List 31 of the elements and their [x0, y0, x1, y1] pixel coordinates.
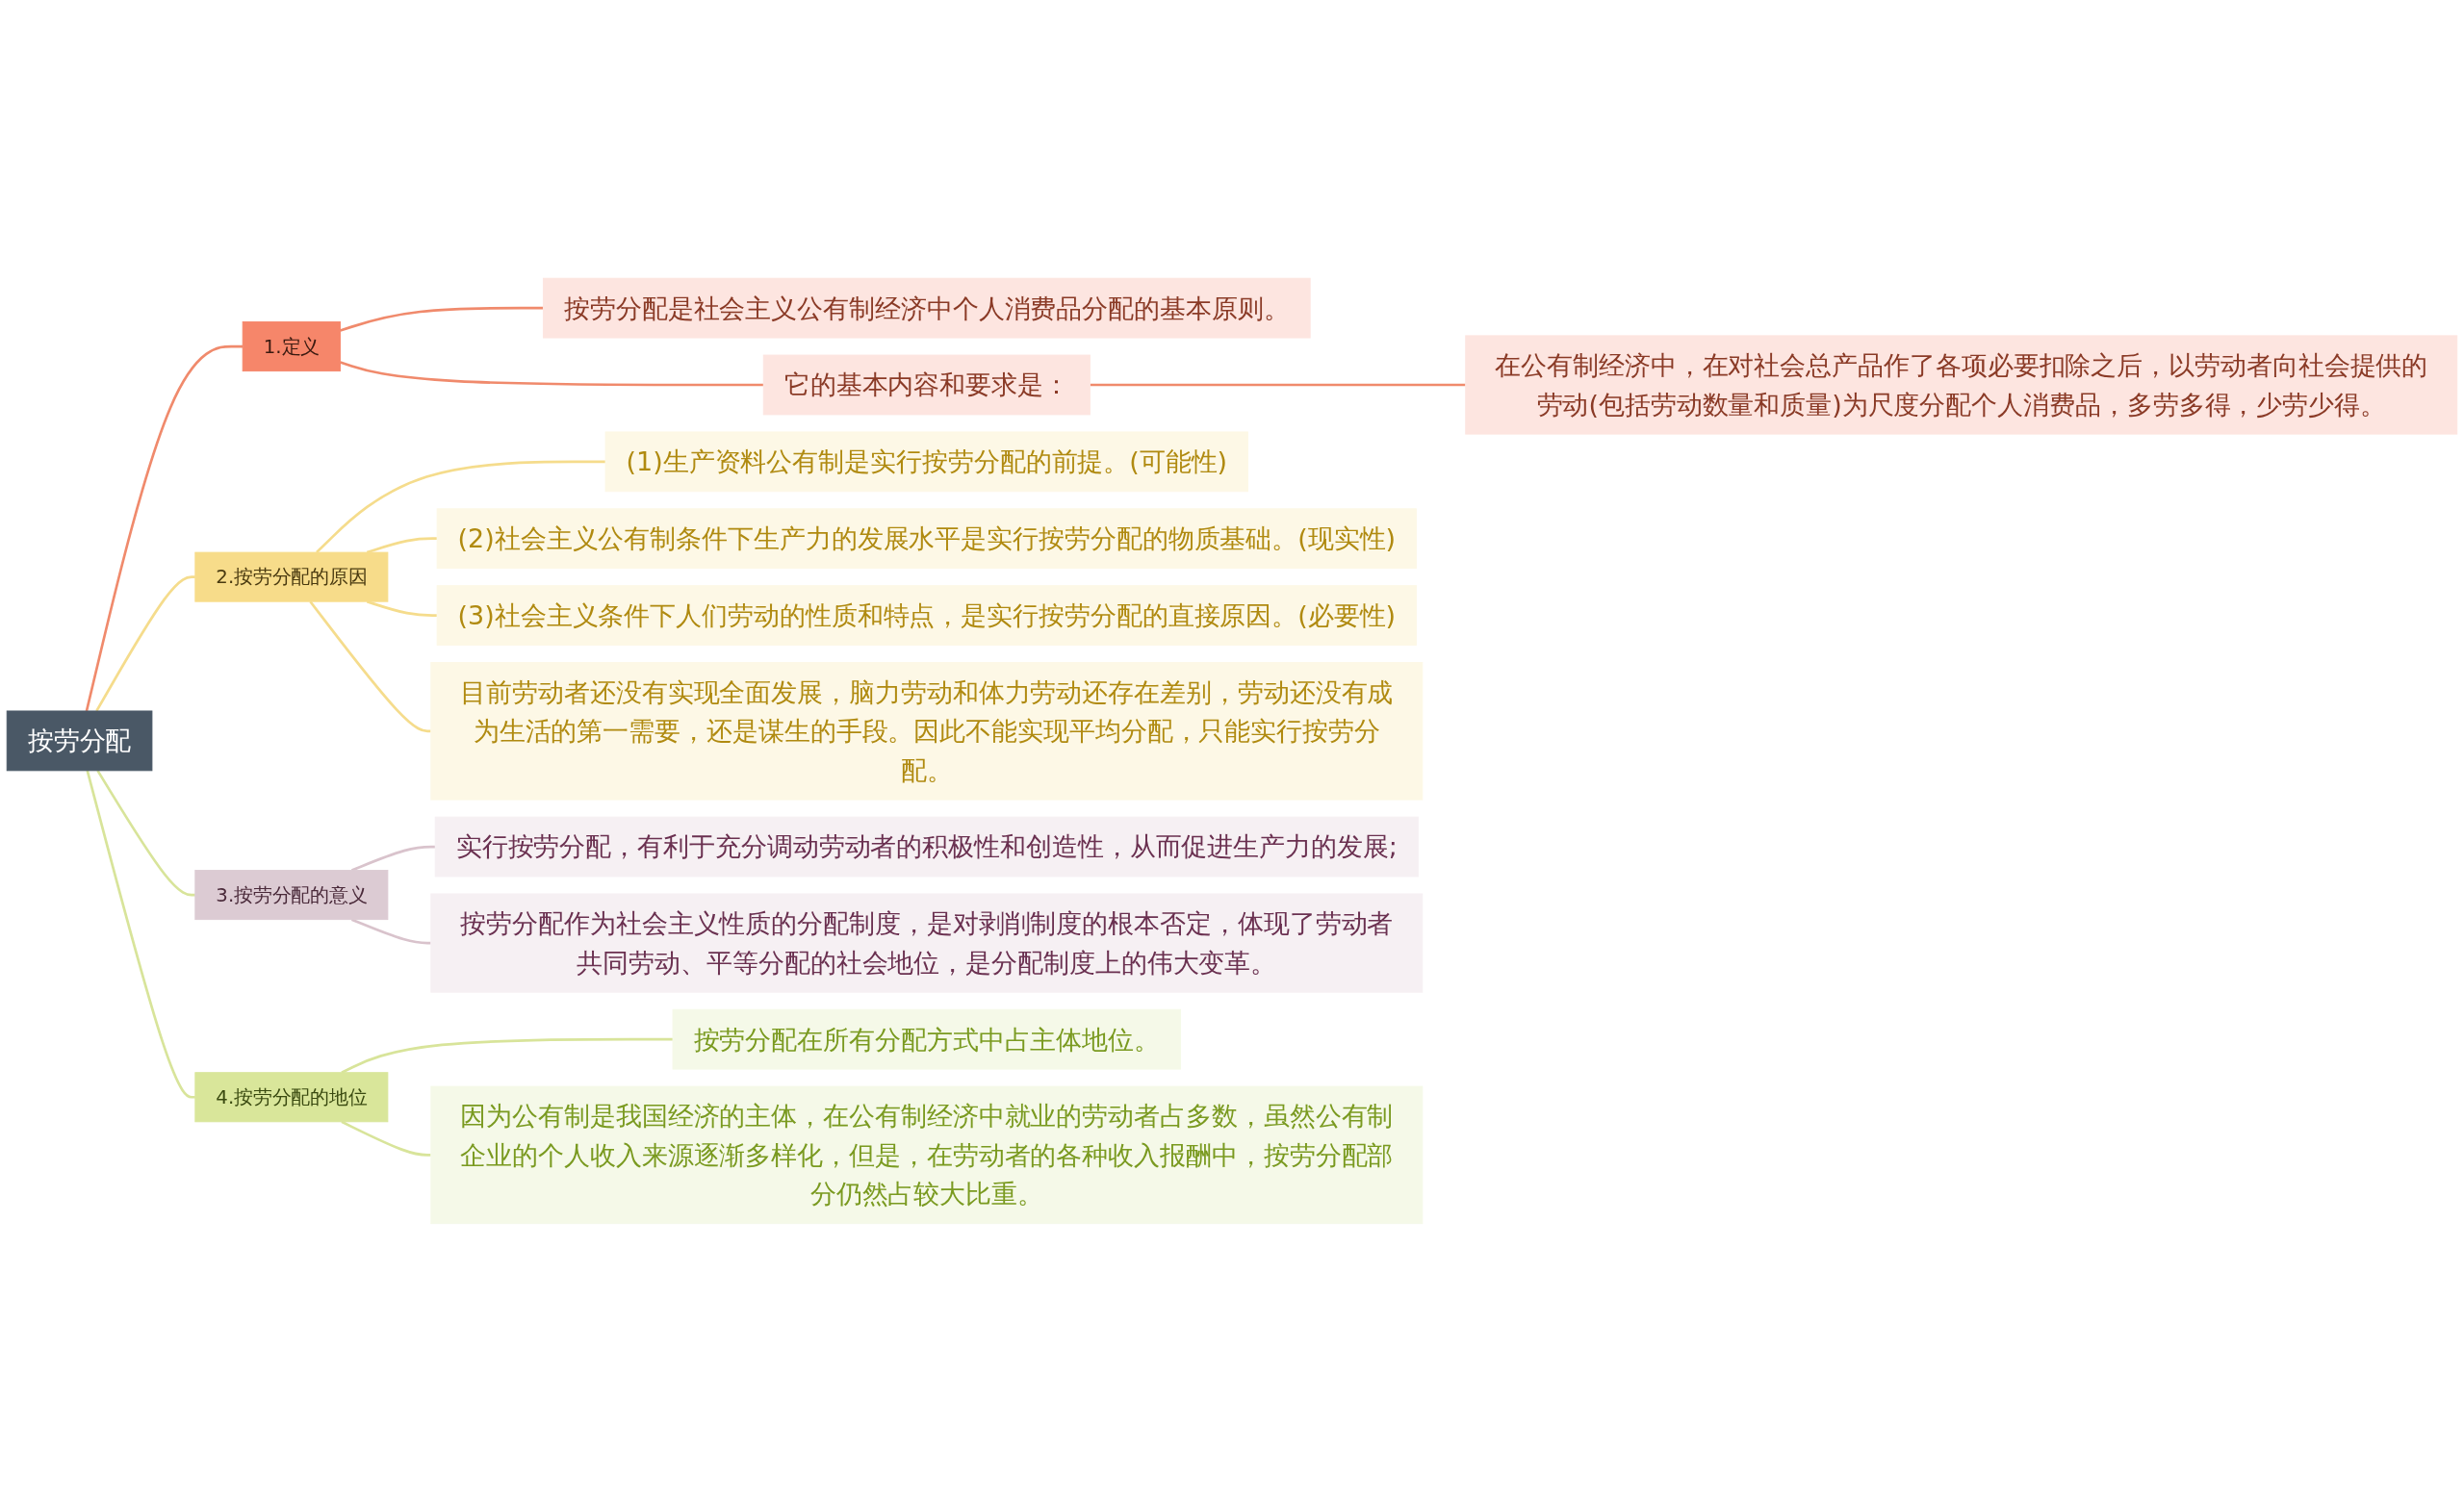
node-box: 2.按劳分配的原因: [194, 551, 389, 602]
node-box: 按劳分配: [6, 710, 153, 772]
node-box: 4.按劳分配的地位: [194, 1072, 389, 1123]
node-box: 目前劳动者还没有实现全面发展，脑力劳动和体力劳动还存在差别，劳动还没有成为生活的第一需要，还是谋生的手段。因此不能实现平均分配，只能实行按劳分配。: [430, 662, 1424, 801]
node-box: 1.定义: [242, 321, 341, 372]
node-box: 实行按劳分配，有利于充分调动劳动者的积极性和创造性，从而促进生产力的发展;: [434, 816, 1419, 878]
connector: [366, 537, 438, 554]
node-box: 因为公有制是我国经济的主体，在公有制经济中就业的劳动者占多数，虽然公有制企业的个人收入来源逐渐多样化，但是，在劳动者的各种收入报酬中，按劳分配部分仍然占较大比重。: [430, 1085, 1424, 1225]
node-box: 按劳分配在所有分配方式中占主体地位。: [672, 1008, 1182, 1070]
connector: [309, 600, 431, 733]
node-box: 在公有制经济中，在对社会总产品作了各项必要扣除之后，以劳动者向社会提供的劳动(包括劳动数量和质量)为尺度分配个人消费品，多劳多得，少劳少得。: [1465, 335, 2458, 435]
connector: [85, 344, 244, 712]
node-box: 它的基本内容和要求是：: [762, 354, 1091, 416]
connector: [350, 918, 431, 945]
connector: [86, 770, 195, 1099]
connector: [341, 1037, 673, 1074]
connector: [340, 361, 764, 387]
connector: [341, 1120, 431, 1157]
connector: [340, 306, 544, 332]
node-box: (1)生产资料公有制是实行按劳分配的前提。(可能性): [604, 431, 1248, 493]
node-box: 按劳分配是社会主义公有制经济中个人消费品分配的基本原则。: [542, 277, 1311, 339]
node-box: (3)社会主义条件下人们劳动的性质和特点，是实行按劳分配的直接原因。(必要性): [436, 585, 1417, 647]
node-box: 3.按劳分配的意义: [194, 870, 389, 921]
node-box: 按劳分配作为社会主义性质的分配制度，是对剥削制度的根本否定，体现了劳动者共同劳动、平等分配的社会地位，是分配制度上的伟大变革。: [430, 893, 1424, 993]
connector: [95, 575, 195, 712]
connector: [1090, 383, 1466, 387]
connector: [366, 600, 438, 617]
connector: [316, 460, 606, 554]
connector: [350, 845, 436, 872]
connector: [96, 770, 195, 897]
node-box: (2)社会主义公有制条件下生产力的发展水平是实行按劳分配的物质基础。(现实性): [436, 508, 1417, 570]
